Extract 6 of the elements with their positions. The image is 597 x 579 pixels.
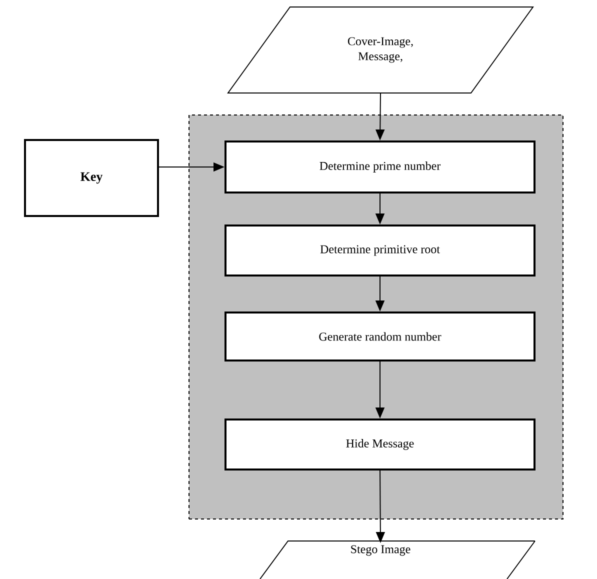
process-box: Generate random number bbox=[224, 312, 536, 362]
process-box: Determine primitive root bbox=[224, 224, 536, 276]
key-box: Key bbox=[24, 139, 159, 217]
process-box: Determine prime number bbox=[224, 140, 536, 194]
output-parallelogram: Stego Image bbox=[260, 540, 536, 579]
process-box: Hide Message bbox=[224, 418, 536, 470]
